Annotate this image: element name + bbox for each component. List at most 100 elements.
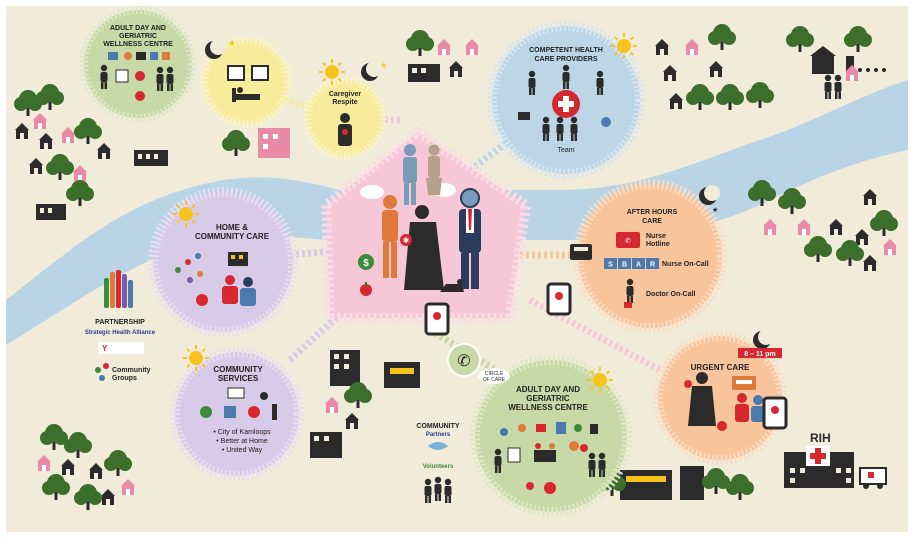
team-label: Team bbox=[557, 147, 574, 154]
after-hours-title-2: CARE bbox=[642, 218, 662, 225]
wellness-activity-icons bbox=[494, 422, 606, 494]
handshake-icon bbox=[428, 442, 448, 450]
nurse-hotline-2: Hotline bbox=[646, 241, 670, 248]
adult-day-big-title-1: ADULT DAY AND bbox=[516, 385, 580, 394]
home-title-2: COMMUNITY CARE bbox=[195, 232, 270, 241]
neighbourhood-top-middle bbox=[406, 30, 479, 82]
svg-text:• City of Kamloops• Better at: • City of Kamloops • Better at Home • Unit… bbox=[213, 429, 271, 454]
community-groups-icon bbox=[95, 363, 109, 381]
partnership-title: PARTNERSHIP bbox=[95, 319, 145, 326]
sbar-s: S bbox=[608, 262, 613, 269]
after-hours-title-1: AFTER HOURS bbox=[627, 209, 678, 216]
home-care-icons bbox=[175, 252, 256, 306]
svg-text:$: $ bbox=[363, 258, 369, 269]
volunteers-label: Volunteers bbox=[423, 464, 454, 470]
hub-competent-providers: COMPETENT HEALTH CARE PROVIDERS Team bbox=[518, 32, 638, 154]
hotline-icon bbox=[616, 232, 640, 248]
services-title-2: SERVICES bbox=[218, 374, 259, 383]
adult-day-small-title-3: WELLNESS CENTRE bbox=[103, 41, 173, 48]
services-item-1: • City of Kamloops bbox=[213, 429, 271, 436]
neighbourhood-top-right bbox=[655, 24, 886, 110]
dollar-bag-icon: $ bbox=[358, 254, 374, 270]
urgent-care-hours: 8 – 11 pm bbox=[744, 351, 776, 358]
nurse-hotline-1: Nurse bbox=[646, 233, 666, 240]
phone-icon bbox=[570, 244, 592, 260]
bed-icon bbox=[232, 87, 260, 102]
community-groups-2: Groups bbox=[112, 375, 137, 382]
patient-home-centre: ✱ $ bbox=[320, 125, 532, 323]
adult-day-big-title-3: WELLNESS CENTRE bbox=[508, 403, 588, 412]
hub-night-rest: ★ bbox=[205, 38, 269, 102]
competent-title-1: COMPETENT HEALTH bbox=[529, 47, 603, 54]
star-icon: ★ bbox=[228, 38, 236, 48]
services-item-3: • United Way bbox=[222, 447, 263, 454]
competent-title-2: CARE PROVIDERS bbox=[534, 56, 597, 63]
urgent-care-title: URGENT CARE bbox=[691, 363, 750, 372]
adult-day-big-title-2: GERIATRIC bbox=[526, 394, 570, 403]
neighbourhood-top-left bbox=[14, 84, 168, 220]
neighbourhood-bottom-right bbox=[598, 466, 754, 500]
svg-text:HOME &COMMUNITY CARE: HOME &COMMUNITY CARE bbox=[195, 223, 270, 241]
apple-icon bbox=[360, 282, 372, 296]
nurse-on-call: Nurse On-Call bbox=[662, 261, 709, 268]
sbar-a: A bbox=[636, 262, 641, 269]
sbar-badge: S B A R bbox=[604, 258, 659, 269]
circle-of-care-1: CIRCLE bbox=[485, 371, 504, 377]
svg-text:✆: ✆ bbox=[457, 353, 470, 370]
alliance-label: Strategic Health Alliance bbox=[85, 330, 156, 336]
partner-logo bbox=[98, 342, 144, 354]
community-groups-1: Community bbox=[112, 367, 151, 374]
tablet-icon-right bbox=[546, 282, 572, 316]
partnership-block: PARTNERSHIP Strategic Health Alliance Y … bbox=[85, 270, 156, 382]
star-icon: ★ bbox=[380, 61, 387, 70]
hub-urgent-care: 8 – 11 pm URGENT CARE bbox=[684, 329, 782, 431]
services-title-1: COMMUNITY bbox=[213, 365, 263, 374]
pink-building bbox=[258, 128, 290, 158]
hands-icon bbox=[104, 270, 133, 308]
community-partners-block: COMMUNITY Partners Volunteers bbox=[416, 423, 460, 503]
svg-text:Y: Y bbox=[102, 344, 108, 353]
hours-badge bbox=[738, 348, 782, 358]
caregiver-title-2: Respite bbox=[332, 99, 357, 106]
tablet-icon-lower-right bbox=[762, 396, 788, 430]
community-partners-title: COMMUNITY bbox=[416, 423, 459, 430]
activity-icons bbox=[100, 52, 174, 101]
urgent-care-figures bbox=[684, 372, 765, 431]
sbar-r: R bbox=[650, 262, 655, 269]
hub-home-community-care: HOME &COMMUNITY CARE bbox=[172, 200, 270, 306]
adult-day-small-title-1: ADULT DAY AND bbox=[110, 25, 166, 32]
svg-text:✆: ✆ bbox=[625, 238, 631, 245]
services-item-2: • Better at Home bbox=[216, 438, 268, 445]
home-title-1: HOME & bbox=[216, 223, 248, 232]
hospital-rih: RIH bbox=[784, 431, 887, 489]
caregiver-title-1: Caregiver bbox=[329, 91, 362, 98]
circle-of-care-2: OF CARE bbox=[483, 377, 506, 383]
svg-text:✱: ✱ bbox=[403, 236, 410, 245]
family-figures: ✱ bbox=[382, 144, 481, 292]
tablet-icon-centre bbox=[424, 302, 450, 336]
doctor-on-call: Doctor On-Call bbox=[646, 291, 695, 298]
partners-label: Partners bbox=[426, 432, 451, 438]
adult-day-small-title-2: GERIATRIC bbox=[119, 33, 157, 40]
sbar-b: B bbox=[622, 262, 627, 269]
star-icon: ★ bbox=[712, 206, 718, 214]
hospital-label: RIH bbox=[810, 431, 831, 445]
ambulance-icon bbox=[859, 467, 887, 489]
